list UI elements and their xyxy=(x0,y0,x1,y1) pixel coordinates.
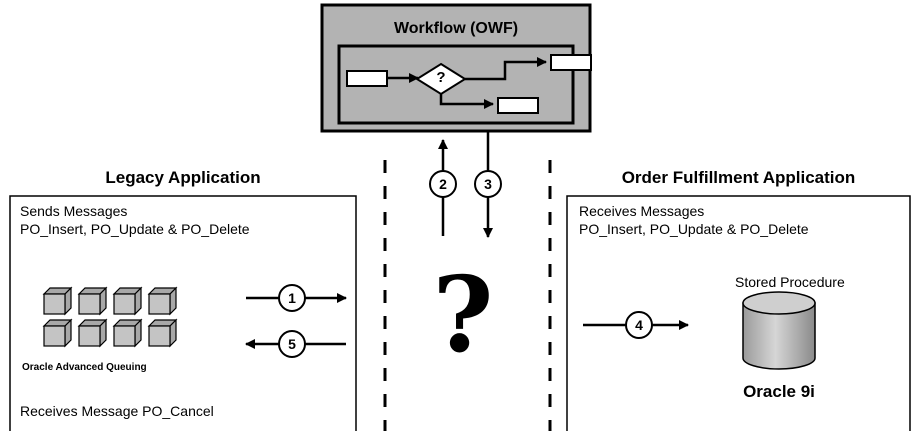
message-queue-cubes xyxy=(42,286,178,348)
workflow-upper-node xyxy=(550,54,592,71)
workflow-arrow-lower xyxy=(439,94,494,109)
legacy-app-title: Legacy Application xyxy=(105,168,261,187)
step-1-label: 1 xyxy=(288,290,296,306)
legacy-sends-heading: Sends Messages xyxy=(20,203,128,219)
database-cylinder-icon xyxy=(742,291,816,370)
workflow-decision-label: ? xyxy=(436,69,446,86)
fulfillment-receives-list: PO_Insert, PO_Update & PO_Delete xyxy=(579,221,809,237)
step-2-circle xyxy=(429,170,457,198)
step-3-circle xyxy=(474,170,502,198)
workflow-lower-node xyxy=(497,97,539,114)
queue-cube xyxy=(112,318,143,348)
queue-cube xyxy=(147,318,178,348)
fulfillment-receives-heading: Receives Messages xyxy=(579,203,705,219)
fulfillment-app-box xyxy=(566,195,911,431)
fulfillment-app-title: Order Fulfillment Application xyxy=(621,168,856,187)
step-5-label: 5 xyxy=(288,336,296,352)
oracle-db-label: Oracle 9i xyxy=(743,382,815,401)
step-2-label: 2 xyxy=(439,176,447,192)
workflow-arrow-upper xyxy=(465,57,547,81)
workflow-start-node xyxy=(346,70,388,87)
queue-cube xyxy=(77,286,108,316)
step-1-circle xyxy=(278,284,306,312)
queue-cube xyxy=(77,318,108,348)
legacy-app-box xyxy=(9,195,357,431)
unknown-integration-question-mark: ? xyxy=(432,253,494,376)
queue-cube xyxy=(112,286,143,316)
queue-cube xyxy=(42,286,73,316)
queue-label: Oracle Advanced Queuing xyxy=(22,362,147,373)
stored-procedure-label: Stored Procedure xyxy=(735,274,845,290)
step-4-circle xyxy=(625,311,653,339)
step-5-circle xyxy=(278,330,306,358)
step-4-label: 4 xyxy=(635,317,643,333)
legacy-receives-text: Receives Message PO_Cancel xyxy=(20,403,214,419)
queue-cube xyxy=(147,286,178,316)
step-3-label: 3 xyxy=(484,176,492,192)
legacy-sends-list: PO_Insert, PO_Update & PO_Delete xyxy=(20,221,250,237)
workflow-title: Workflow (OWF) xyxy=(393,20,519,37)
queue-cube xyxy=(42,318,73,348)
